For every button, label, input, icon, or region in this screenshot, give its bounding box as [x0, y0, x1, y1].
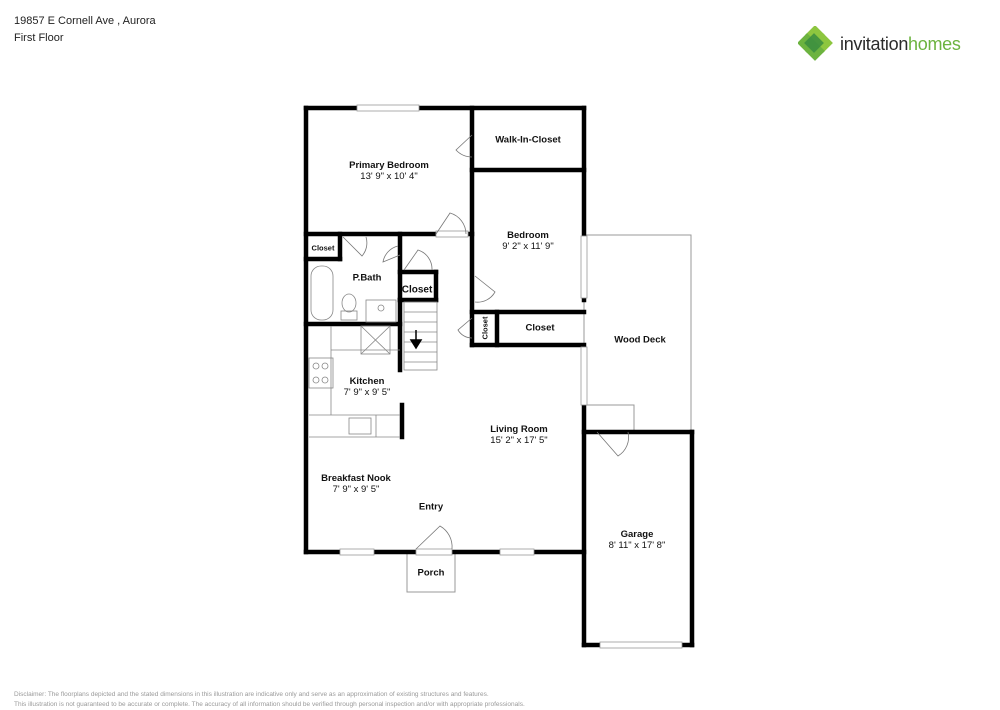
floor-label: First Floor: [14, 32, 64, 44]
room-primary-bedroom: Primary Bedroom 13' 9" x 10' 4": [349, 160, 429, 182]
address: 19857 E Cornell Ave , Aurora: [14, 15, 156, 27]
logo-text: invitationhomes: [840, 33, 961, 54]
doors: [342, 134, 629, 550]
logo-mark-icon: [798, 26, 833, 61]
room-bedroom: Bedroom 9' 2" x 11' 9": [502, 230, 554, 252]
disclaimer: Disclaimer: The floorplans depicted and …: [14, 691, 525, 708]
invitation-homes-logo: invitationhomes: [798, 26, 961, 62]
room-breakfast-nook: Breakfast Nook 7' 9" x 9' 5": [321, 473, 391, 495]
room-porch: Porch: [417, 567, 445, 579]
wood-deck-outline: [583, 234, 692, 433]
room-walk-in-closet: Walk-In-Closet: [495, 134, 561, 146]
fixtures: [308, 265, 438, 438]
room-closet-vertical: Closet: [480, 316, 490, 340]
room-closet-hall: Closet: [401, 284, 433, 296]
room-living-room: Living Room 15' 2" x 17' 5": [490, 424, 548, 446]
header: 19857 E Cornell Ave , Aurora First Floor: [14, 13, 156, 47]
room-kitchen: Kitchen 7' 9" x 9' 5": [343, 376, 391, 398]
room-entry: Entry: [418, 501, 444, 513]
room-closet-small: Closet: [311, 243, 335, 253]
room-p-bath: P.Bath: [352, 272, 382, 284]
room-garage: Garage 8' 11" x 17' 8": [608, 529, 666, 551]
windows: [339, 104, 683, 649]
stair-arrow-icon: [409, 330, 423, 350]
room-wood-deck: Wood Deck: [614, 334, 666, 346]
room-closet-bedroom: Closet: [525, 322, 555, 334]
